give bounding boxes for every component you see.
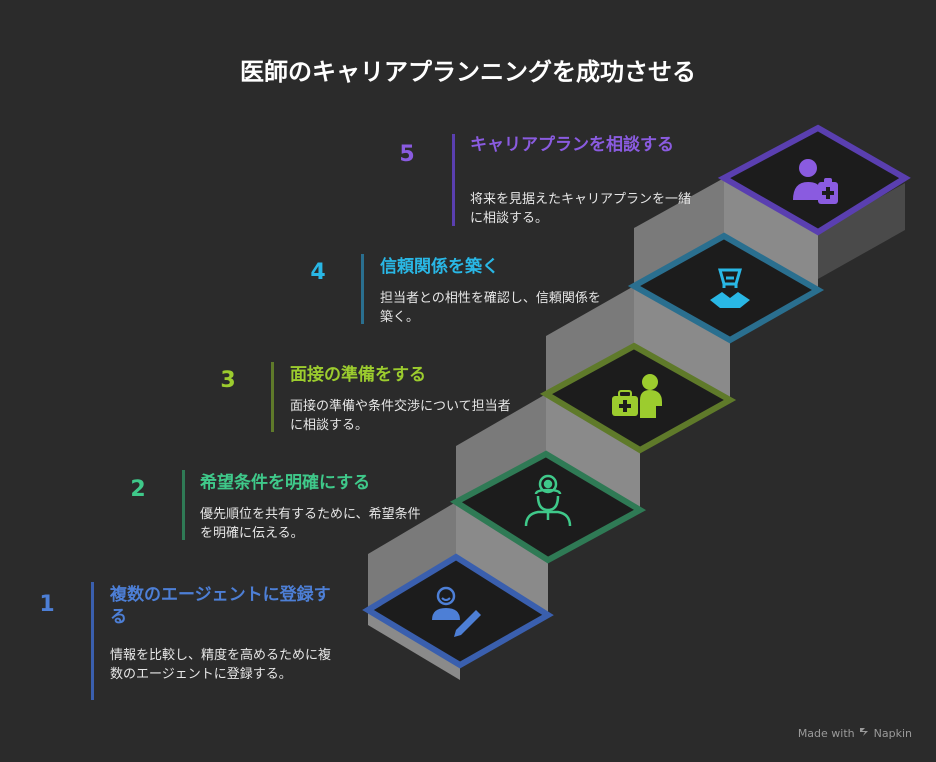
step-5-accent-bar (452, 134, 455, 226)
doctor-with-pen-icon (432, 586, 481, 637)
step-2-accent-bar (182, 470, 185, 540)
step-3-title: 面接の準備をする (290, 365, 426, 385)
step-1-top (362, 553, 554, 669)
napkin-logo-icon (859, 726, 870, 740)
step-3-accent-bar (271, 362, 274, 432)
step-4-description: 担当者との相性を確認し、信頼関係を築く。 (380, 291, 601, 325)
step-1-accent-bar (91, 582, 94, 700)
step-4-title: 信頼関係を築く (380, 257, 499, 277)
step-1-description: 情報を比較し、精度を高めるために複数のエージェントに登録する。 (110, 648, 332, 682)
step-5-number: 5 (399, 142, 415, 167)
step-4-top (627, 232, 825, 344)
step-2-title: 希望条件を明確にする (200, 473, 371, 493)
step-3-top (539, 342, 737, 454)
step-2-number: 2 (130, 477, 146, 502)
step-4-number: 4 (310, 260, 326, 285)
step-3-description: 面接の準備や条件交渉について担当者に相談する。 (290, 399, 511, 433)
doctor-with-mirror-icon (524, 474, 572, 527)
made-with-text: Made with (797, 726, 855, 740)
step-3-number: 3 (220, 368, 236, 393)
napkin-watermark: Made with Napkin (798, 726, 912, 740)
step-1-title: 複数のエージェントに登録する (110, 585, 331, 627)
person-clipboard-icon (793, 159, 838, 204)
step-1-number: 1 (39, 592, 55, 617)
diagram-title: 医師のキャリアプランニングを成功させる (240, 58, 696, 86)
step-2-description: 優先順位を共有するために、希望条件を明確に伝える。 (200, 507, 421, 541)
step-5-description: 将来を見据えたキャリアプランを一緒に相談する。 (470, 192, 692, 226)
step-2-top (450, 450, 647, 564)
step-5-title: キャリアプランを相談する (470, 135, 674, 155)
step-4-accent-bar (361, 254, 364, 324)
step-5-top (717, 124, 911, 236)
napkin-brand-text: Napkin (873, 726, 912, 740)
handshake-icon (710, 268, 750, 308)
medical-bag-person-icon (612, 374, 662, 418)
